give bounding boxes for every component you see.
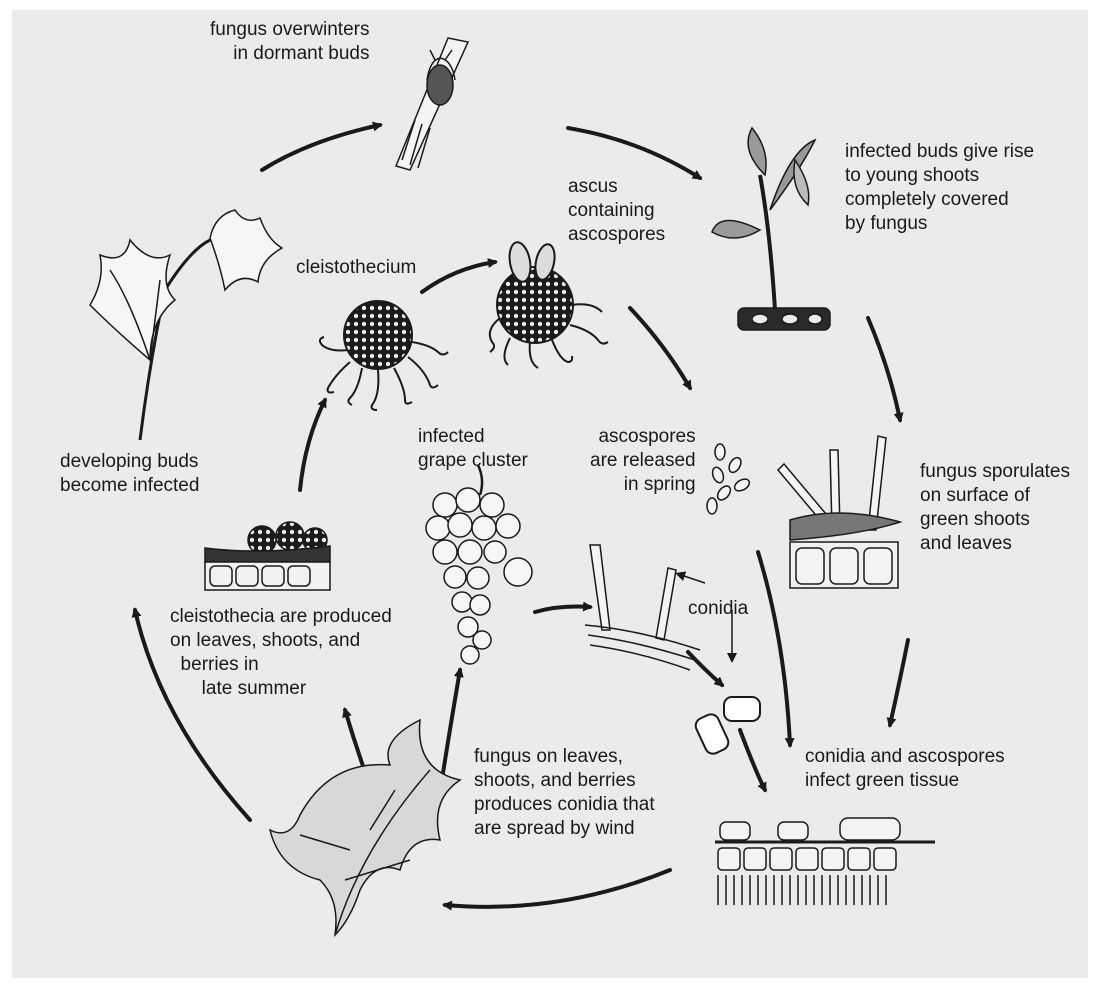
- arrow-conidia-to-tissue: [740, 730, 765, 790]
- label-ascospores-released: ascospores are released in spring: [590, 425, 696, 497]
- conidia-icon: [693, 697, 760, 756]
- infected-shoot-icon: [712, 128, 830, 330]
- arrow-developing-to-overwinter: [262, 125, 380, 170]
- infected-leaf-icon: [270, 720, 460, 935]
- arrow-infect-to-leaf: [445, 870, 670, 907]
- arrow-shoots-to-sporulate: [868, 318, 900, 420]
- label-cleistothecium: cleistothecium: [296, 256, 416, 280]
- label-overwinter: fungus overwinters in dormant buds: [210, 18, 369, 66]
- arrow-cleisto-to-ascus: [422, 262, 495, 292]
- ascus-icon: [490, 241, 608, 368]
- label-infected-cluster: infected grape cluster: [418, 425, 528, 473]
- cleistothecium-icon: [320, 301, 448, 410]
- arrow-cluster-to-conidia: [535, 607, 590, 612]
- label-conidia-ascospores: conidia and ascospores infect green tiss…: [805, 745, 1005, 793]
- arrow-release-to-infect: [758, 552, 790, 745]
- label-cleistothecia-produced: cleistothecia are produced on leaves, sh…: [170, 605, 392, 701]
- label-ascus: ascus containing ascospores: [568, 175, 665, 247]
- leaf-tissue-icon: [715, 818, 935, 905]
- arrow-overwinter-to-shoots: [568, 128, 700, 178]
- grape-cluster-icon: [426, 465, 532, 664]
- arrow-sporulate-to-infect: [890, 640, 908, 725]
- arrow-conidiophore-to-conidia: [688, 652, 722, 685]
- conidia-pointer-short: [678, 574, 705, 583]
- label-infected-buds: infected buds give rise to young shoots …: [845, 140, 1034, 236]
- label-sporulates: fungus sporulates on surface of green sh…: [920, 460, 1070, 556]
- label-conidia: conidia: [688, 597, 748, 621]
- cleistothecia-on-leaf-icon: [205, 522, 330, 590]
- arrow-ascus-to-release: [630, 308, 690, 388]
- dormant-bud-icon: [396, 38, 468, 170]
- sporulating-hyphae-icon: [778, 436, 900, 588]
- ascospores-icon: [707, 444, 751, 514]
- label-fungus-leaves: fungus on leaves, shoots, and berries pr…: [474, 745, 655, 841]
- label-developing-buds: developing buds become infected: [60, 450, 199, 498]
- grape-leaf-icon: [90, 210, 282, 440]
- conidiophores-icon: [585, 545, 700, 670]
- arrow-cleisto-up: [300, 400, 325, 490]
